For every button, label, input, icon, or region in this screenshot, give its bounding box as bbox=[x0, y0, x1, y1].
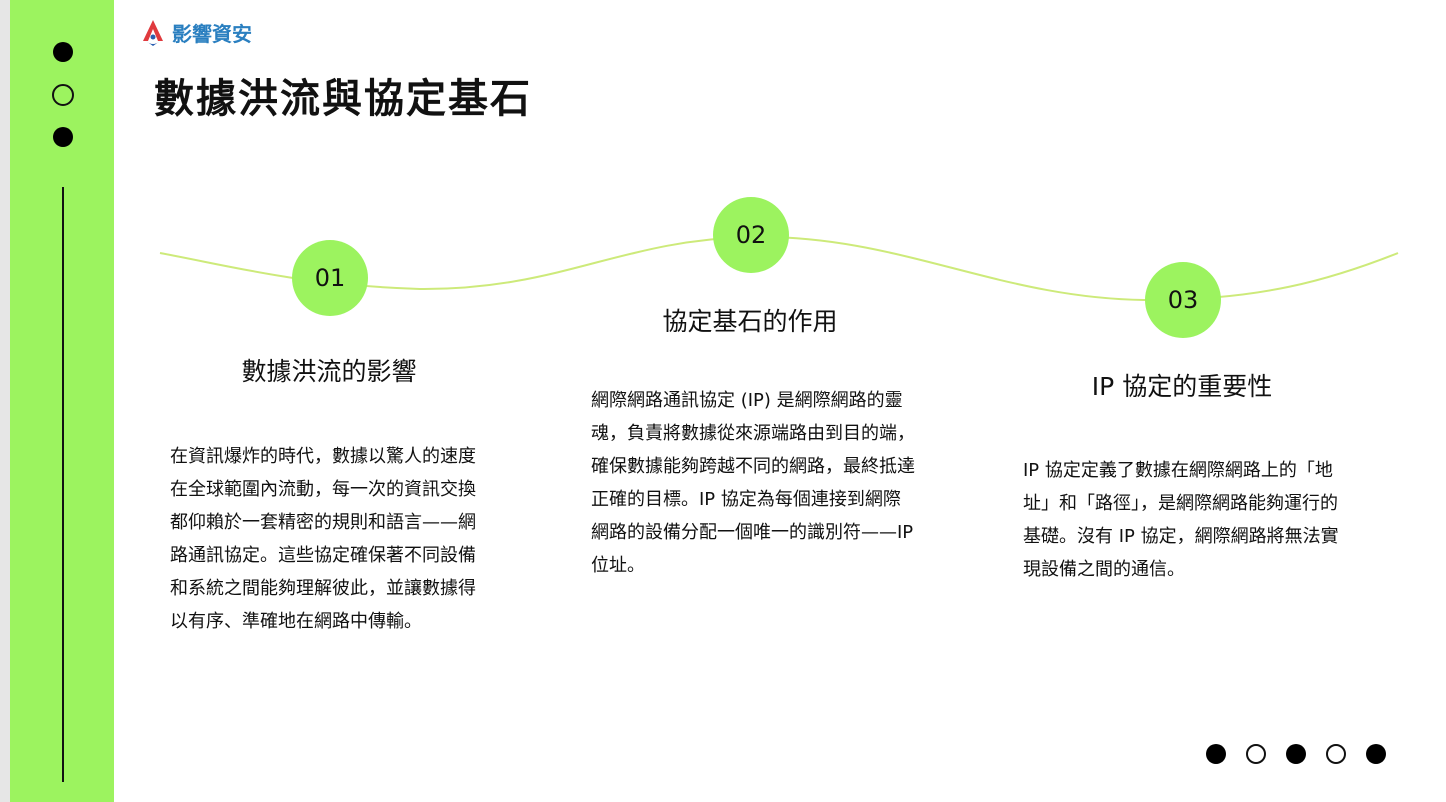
step-description: 在資訊爆炸的時代，數據以驚人的速度在全球範圍內流動，每一次的資訊交換都仰賴於一套… bbox=[170, 446, 476, 632]
page-title: 數據洪流與協定基石 bbox=[154, 76, 532, 122]
decor-dot bbox=[53, 42, 73, 62]
sidebar-accent bbox=[10, 0, 114, 802]
step-heading: 數據洪流的影響 bbox=[241, 357, 417, 386]
decor-vertical-line bbox=[62, 187, 64, 782]
decor-ring bbox=[1246, 744, 1266, 764]
brand-logo: 影響資安 bbox=[142, 18, 252, 47]
step-number-badge: 01 bbox=[292, 240, 368, 316]
step-number-badge: 03 bbox=[1145, 262, 1221, 338]
decor-dot bbox=[1206, 744, 1226, 764]
step-heading: IP 協定的重要性 bbox=[1091, 372, 1273, 401]
step-number-badge: 02 bbox=[713, 197, 789, 273]
window-edge bbox=[0, 0, 10, 802]
decor-ring bbox=[1326, 744, 1346, 764]
decor-dot bbox=[1286, 744, 1306, 764]
step-description: 網際網路通訊協定 (IP) 是網際網路的靈魂，負責將數據從來源端路由到目的端，確… bbox=[591, 390, 915, 576]
decor-ring bbox=[52, 84, 74, 106]
brand-name: 影響資安 bbox=[172, 22, 252, 46]
step-description: IP 協定定義了數據在網際網路上的「地址」和「路徑」，是網際網路能夠運行的基礎。… bbox=[1023, 460, 1339, 580]
decor-dot bbox=[53, 127, 73, 147]
decor-dot bbox=[1366, 744, 1386, 764]
step-heading: 協定基石的作用 bbox=[662, 307, 838, 336]
logo-icon bbox=[143, 19, 163, 46]
